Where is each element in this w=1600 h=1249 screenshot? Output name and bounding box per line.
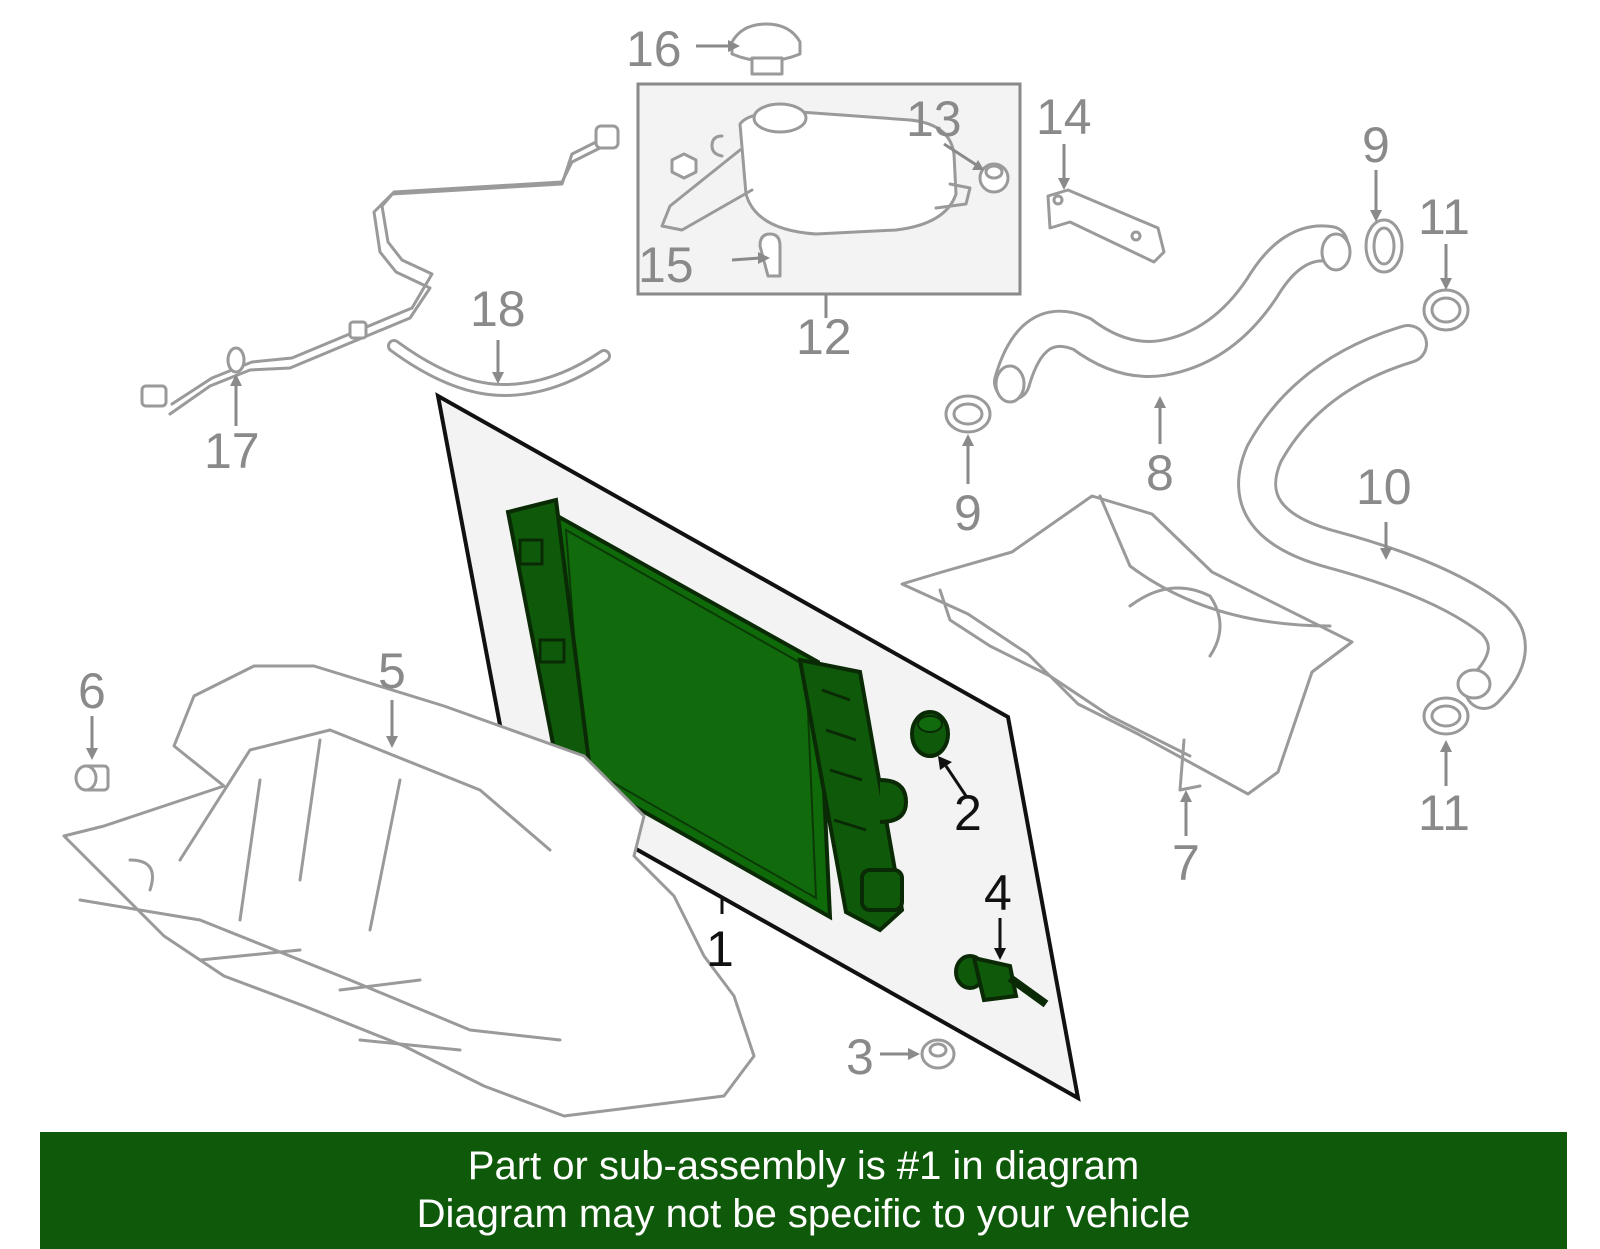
sensor-part-4[interactable] (954, 954, 1049, 1008)
hose-part-18-inner (390, 342, 608, 395)
hose-end-8a (994, 364, 1026, 404)
callout-7: 7 (1172, 835, 1200, 891)
overflow-hose-part-17 (140, 124, 620, 416)
clip-part-6 (74, 764, 110, 792)
coolant-reservoir (660, 102, 972, 236)
grommet-part-3 (920, 1038, 956, 1070)
info-banner: Part or sub-assembly is #1 in diagram Di… (40, 1132, 1567, 1249)
callout-11-lower: 11 (1418, 785, 1470, 841)
callout-4: 4 (984, 865, 1012, 921)
callout-18: 18 (470, 281, 526, 337)
lower-hose-part-10-inner (1240, 327, 1524, 707)
clamp-part-9-lower (944, 394, 992, 434)
banner-line-2: Diagram may not be specific to your vehi… (416, 1192, 1191, 1236)
cap-part-13 (978, 162, 1010, 194)
hose-end-10 (1456, 668, 1492, 700)
callout-14: 14 (1036, 89, 1092, 145)
callout-3: 3 (846, 1029, 874, 1085)
callout-15: 15 (638, 237, 694, 293)
callout-2: 2 (954, 785, 982, 841)
clamp-part-9-upper (1364, 218, 1404, 274)
banner-line-1: Part or sub-assembly is #1 in diagram (467, 1144, 1140, 1188)
callout-8: 8 (1146, 445, 1174, 501)
callout-1: 1 (706, 921, 734, 977)
plug-part-2[interactable] (910, 710, 950, 758)
callout-11-upper: 11 (1418, 189, 1470, 245)
connector-part-15 (758, 232, 782, 278)
callout-13: 13 (906, 91, 962, 147)
callout-17: 17 (204, 423, 260, 479)
shroud-part-5 (62, 664, 756, 1118)
clamp-part-11-lower (1422, 696, 1470, 736)
radiator-cap-part-16 (730, 22, 802, 76)
callout-9-lower: 9 (954, 485, 982, 541)
callout-9-upper: 9 (1362, 117, 1390, 173)
bracket-part-14 (1046, 188, 1166, 264)
leader-lines (86, 40, 1452, 1060)
callout-16: 16 (626, 21, 682, 77)
upper-hose-part-8-inner (996, 227, 1346, 398)
clamp-part-11-upper (1422, 288, 1470, 332)
deflector-part-7 (900, 494, 1354, 796)
hose-end-8b (1320, 232, 1352, 272)
callout-10: 10 (1356, 459, 1412, 515)
callout-6: 6 (78, 663, 106, 719)
callout-5: 5 (378, 643, 406, 699)
callout-12: 12 (796, 309, 852, 365)
radiator-part-1[interactable] (505, 497, 909, 933)
